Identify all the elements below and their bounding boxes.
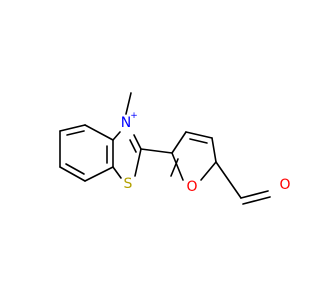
molecule-structure: N + S O O — [59, 92, 291, 205]
bond — [211, 137, 217, 163]
bond — [171, 152, 184, 181]
bond — [215, 161, 242, 199]
bond — [59, 124, 86, 132]
bond — [185, 131, 213, 139]
bond — [112, 166, 122, 179]
double-bond-inner — [66, 130, 85, 136]
nitrogen-atom-label: N — [121, 115, 131, 131]
thiazole-ring — [112, 131, 142, 179]
benzene-ring — [59, 124, 114, 182]
double-bond-inner — [170, 158, 179, 177]
bond — [84, 166, 114, 182]
bond — [140, 148, 173, 154]
aldehyde-group — [215, 161, 271, 205]
bond — [112, 131, 121, 141]
sulfur-atom-label: S — [124, 176, 133, 192]
bond — [59, 166, 86, 182]
bond — [84, 124, 114, 141]
methyl-bond — [125, 92, 132, 115]
bond — [134, 148, 142, 177]
furan-oxygen-atom-label: O — [186, 179, 197, 195]
bond — [133, 134, 142, 150]
positive-charge-label: + — [130, 111, 138, 121]
double-bond — [242, 196, 271, 205]
double-bond-inner — [65, 163, 85, 175]
double-bond-inner — [189, 138, 208, 144]
double-bond-inner — [129, 139, 137, 153]
bond — [240, 190, 269, 199]
aldehyde-oxygen-atom-label: O — [279, 177, 290, 193]
bond — [171, 131, 187, 154]
bond — [200, 161, 217, 181]
furan-ring — [170, 131, 217, 181]
